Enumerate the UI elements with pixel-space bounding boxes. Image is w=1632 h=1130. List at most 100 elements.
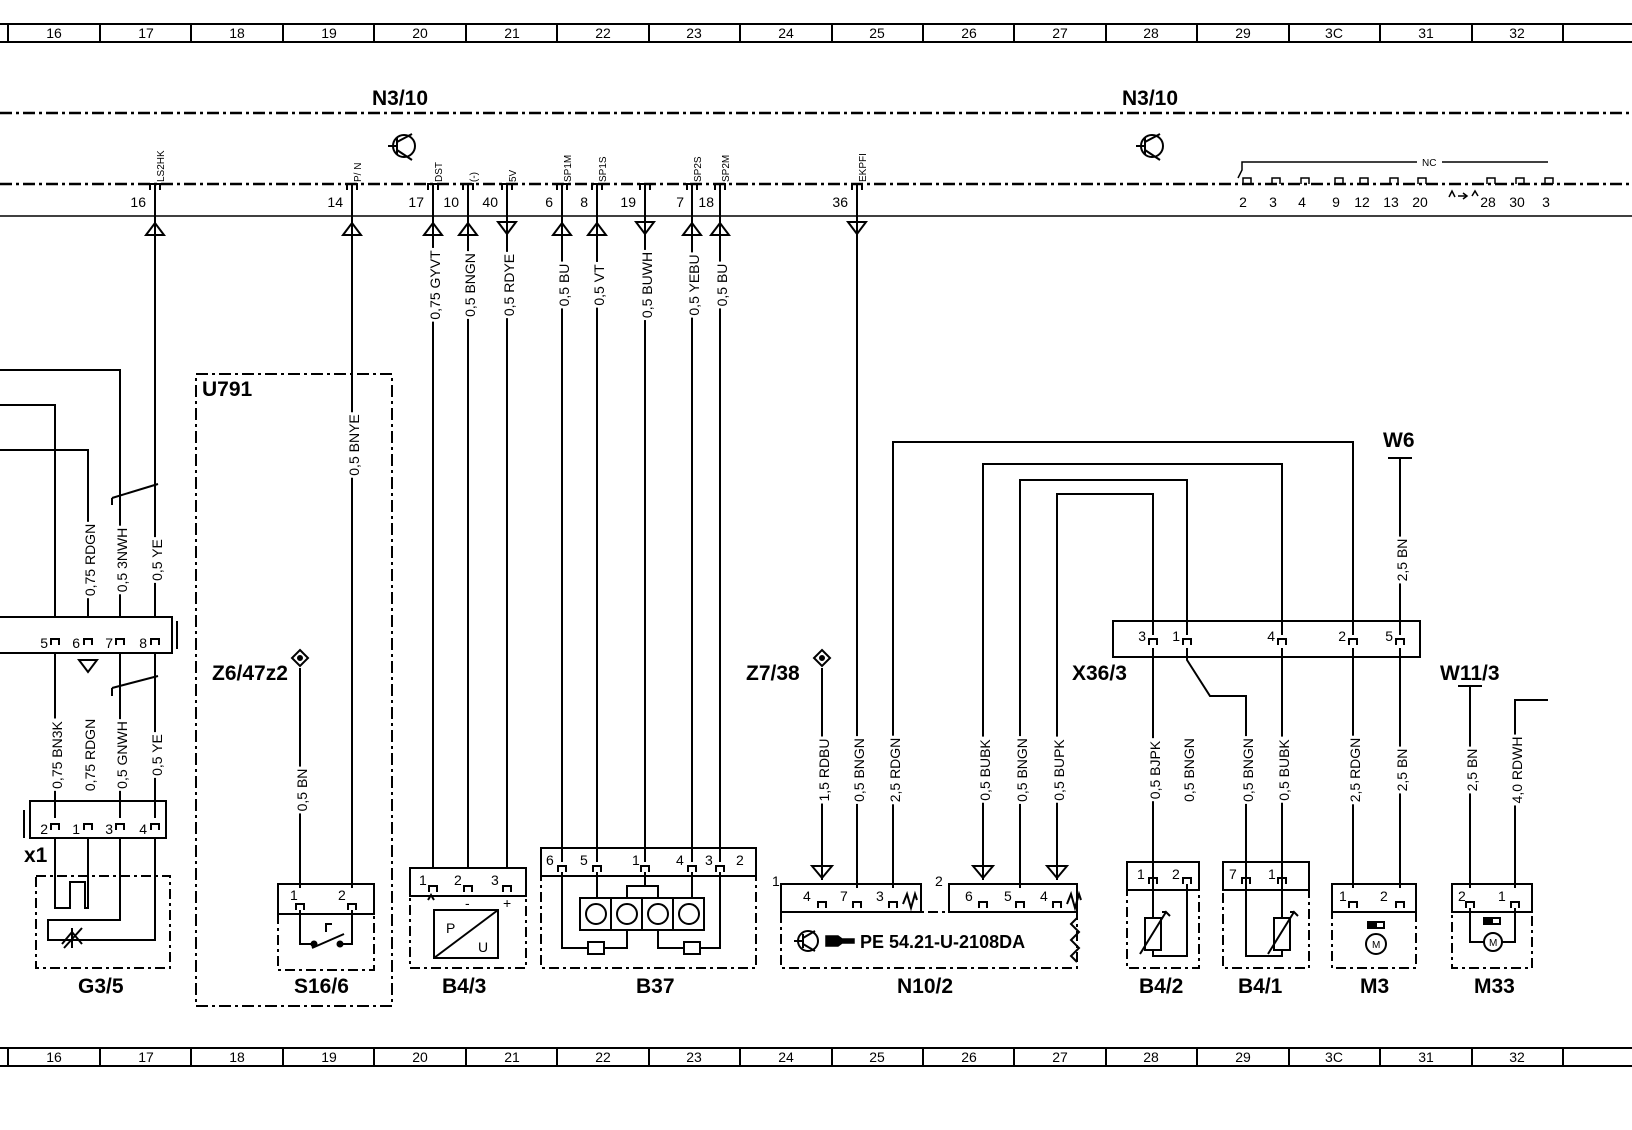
- pin-number: 30: [1509, 194, 1525, 210]
- wire-label-backing: [148, 537, 166, 583]
- grid-label: 21: [504, 1049, 520, 1065]
- left-connector-upper-pins: 5 6 7 8: [40, 635, 147, 651]
- pin-number: 4: [1267, 628, 1275, 644]
- right-bus-stubs: [1237, 161, 1554, 200]
- pin-number: 7: [676, 194, 684, 210]
- pin-signal: P/ N: [353, 163, 364, 182]
- wire-label-backing: [713, 261, 731, 309]
- minus-sign: -: [465, 895, 470, 911]
- b37-label: B37: [636, 975, 675, 998]
- pin-number: 6: [72, 635, 80, 651]
- m3-label: M3: [1360, 975, 1389, 998]
- pin-number: 6: [545, 194, 553, 210]
- pin-number: 3: [1269, 194, 1277, 210]
- u791-boundary: [195, 373, 393, 1007]
- left-connector-upper: [0, 616, 178, 654]
- motor-symbol: M: [1372, 940, 1380, 951]
- b4-2-label: B4/2: [1139, 975, 1183, 998]
- x36-3-connector: [1112, 620, 1421, 658]
- wire-label: 2,5 BN: [1394, 749, 1410, 792]
- voltage-symbol: U: [478, 939, 488, 955]
- wire-label-backing: [1463, 746, 1481, 794]
- wire-label-backing: [1146, 738, 1164, 802]
- plus-sign: +: [503, 895, 511, 911]
- grid-labels-top: 16 17 18 19 20 21 22 23 24 25 26 27 28 2…: [46, 25, 1525, 41]
- left-connector-lower-pins: 2 1 3 4: [40, 821, 147, 837]
- grid-label: 27: [1052, 1049, 1068, 1065]
- pin-number: 1: [1172, 628, 1180, 644]
- pin-number: 5: [580, 852, 588, 868]
- g3-5-sensor: [35, 838, 171, 969]
- wire-label: 0,5 BNGN: [851, 738, 867, 802]
- pin-number: 6: [546, 852, 554, 868]
- pin-number: 1: [1137, 866, 1145, 882]
- wire-label: 0,5 BU: [556, 264, 572, 307]
- wire-label-backing: [976, 736, 994, 803]
- shield-icon: [812, 648, 832, 668]
- z6-47z2-label: Z6/47z2: [212, 662, 288, 685]
- n10-2-reference: PE 54.21-U-2108DA: [860, 932, 1025, 952]
- n10-2-label: N10/2: [897, 975, 953, 998]
- b37-sensor: [540, 847, 757, 969]
- wire-label: 0,75 BN3K: [49, 720, 65, 788]
- pin-number: 1: [1498, 888, 1506, 904]
- left-connector-lower: [23, 800, 167, 839]
- wire-label-backing: [48, 718, 66, 791]
- pin-signal: (-): [469, 172, 480, 182]
- wire-label-backing: [293, 766, 311, 814]
- grid-label: 29: [1235, 25, 1251, 41]
- grid-label: 22: [595, 25, 611, 41]
- grid-label: 24: [778, 25, 794, 41]
- wire-label: 0,5 BNGN: [462, 253, 478, 317]
- grid-label: 26: [961, 1049, 977, 1065]
- pin-number: 4: [803, 888, 811, 904]
- pin-number: 3: [105, 821, 113, 837]
- arrow-heads: [77, 221, 1070, 880]
- wire-label: 0,5 BUBK: [1276, 739, 1292, 801]
- transistor-icon: [1136, 133, 1164, 161]
- wire-label: 0,75 RDGN: [82, 524, 98, 596]
- wire-label: 0,5 BNYE: [346, 414, 362, 475]
- s16-6-switch: [277, 883, 375, 971]
- pin-number: 7: [1229, 866, 1237, 882]
- n3-10-label: N3/10: [1122, 87, 1178, 110]
- grid-label: 29: [1235, 1049, 1251, 1065]
- pin-number: 5: [40, 635, 48, 651]
- wire-label: 0,5 YE: [149, 539, 165, 581]
- grid-label: 27: [1052, 25, 1068, 41]
- grid-label: 3C: [1325, 25, 1343, 41]
- m33-motor: [1451, 883, 1533, 969]
- w6-label: W6: [1383, 429, 1415, 452]
- b4-3-texts: 1 2 3 - + P U: [419, 872, 511, 955]
- b4-3-sensor: [409, 867, 527, 969]
- x36-3-label: X36/3: [1072, 662, 1127, 685]
- pin-number: 16: [130, 194, 146, 210]
- grid-label: 31: [1418, 25, 1434, 41]
- wire-label-backing: [1393, 746, 1411, 794]
- grid-label: 22: [595, 1049, 611, 1065]
- wire-label: 0,5 BUWH: [639, 252, 655, 318]
- wire-label-backing: [1013, 736, 1031, 804]
- pin-number: 4: [676, 852, 684, 868]
- wire-label: 0,5 BNGN: [1014, 738, 1030, 802]
- wire-label-backing: [81, 716, 99, 794]
- pin-number: 20: [1412, 194, 1428, 210]
- x36-3-pin-numbers: 3 1 4 2 5: [1138, 628, 1393, 644]
- grid-label: 32: [1509, 1049, 1525, 1065]
- wire-label-backing: [500, 251, 518, 319]
- grid-label: 31: [1418, 1049, 1434, 1065]
- pin-signal: SP2S: [693, 156, 704, 182]
- pin-number: 8: [580, 194, 588, 210]
- pin-number: 4: [1040, 888, 1048, 904]
- pin-number: 4: [139, 821, 147, 837]
- top-pin-signals: LS2HK P/ N DST (-) 5V SP1M SP1S SP2S SP2…: [156, 150, 869, 182]
- wire-label-backing: [345, 412, 363, 478]
- w11-3-label: W11/3: [1440, 662, 1500, 685]
- wire-label: 2,5 RDGN: [1347, 738, 1363, 803]
- nc-label: NC: [1422, 158, 1436, 169]
- pin-number: 14: [327, 194, 343, 210]
- pin-number: 28: [1480, 194, 1496, 210]
- wire-label: 0,5 BU: [714, 264, 730, 307]
- pin-number: 2: [1172, 866, 1180, 882]
